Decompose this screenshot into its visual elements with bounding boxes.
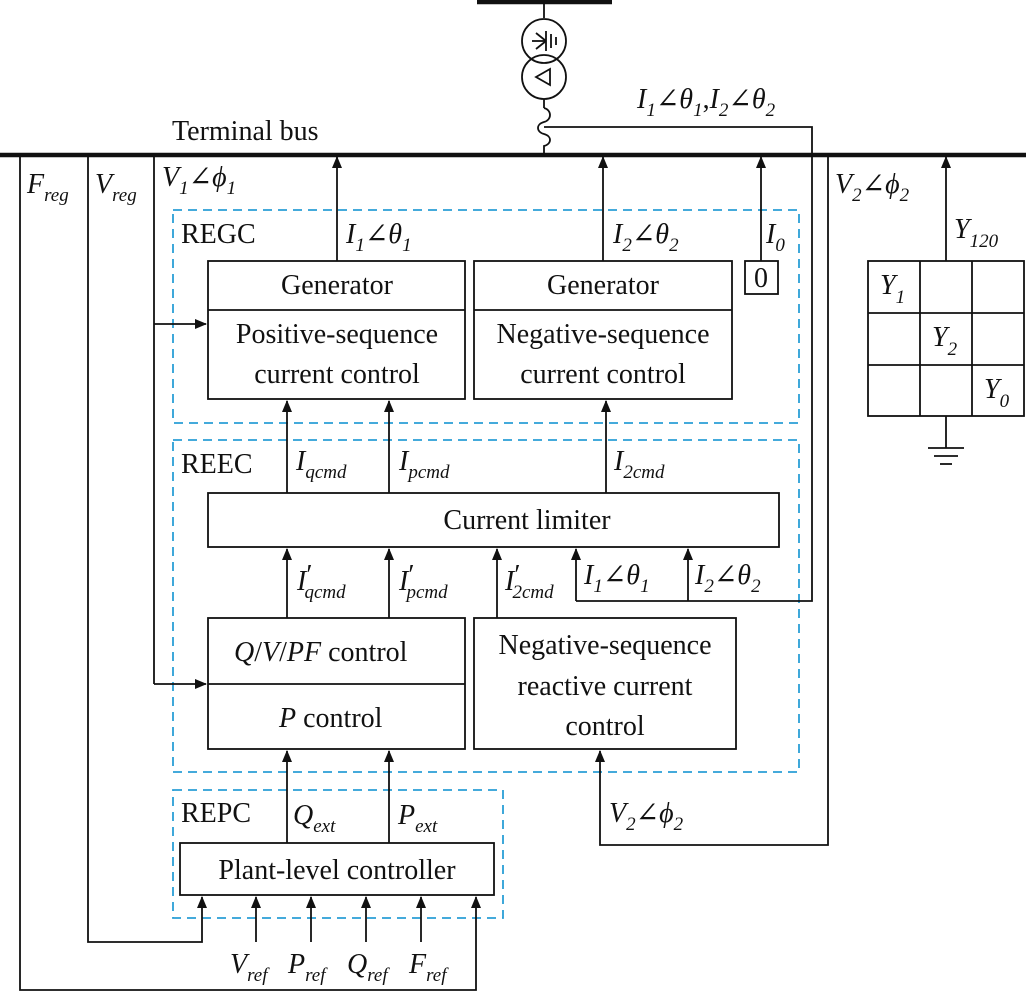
v2-phi2-bus-label: V2∠ϕ2 <box>835 169 910 206</box>
measured-current-wire <box>544 126 813 602</box>
qvpf-p-control-block: Q/V/PF control P control <box>207 617 466 750</box>
plant-level-controller-block: Plant-level controller <box>179 842 495 896</box>
gen-pos-line2: current control <box>254 359 420 390</box>
zero-box-value: 0 <box>754 263 768 294</box>
v1-phi1-label: V1∠ϕ1 <box>162 162 236 199</box>
vref-label: Vref <box>230 949 270 986</box>
current-limiter-block: Current limiter <box>207 492 780 548</box>
pext-label: Pext <box>397 800 438 837</box>
freg-label: Freg <box>26 169 69 206</box>
admittance-matrix: Y120 Y1 Y2 Y0 <box>867 156 1025 465</box>
iqcmd-label: Iqcmd <box>295 446 347 483</box>
i1-i2-measured-label: I1∠θ1,I2∠θ2 <box>636 84 776 121</box>
current-sensor-coil <box>537 107 551 155</box>
qvpf-control-label: Q/V/PF control <box>234 637 408 668</box>
gen-pos-title: Generator <box>281 270 394 301</box>
negative-sequence-reactive-block: Negative-sequence reactive current contr… <box>473 617 737 750</box>
gen-neg-line1: Negative-sequence <box>497 319 710 350</box>
v2-phi2-control-label: V2∠ϕ2 <box>609 798 684 835</box>
grounded-wye-icon <box>532 31 557 51</box>
regc-label: REGC <box>181 219 256 250</box>
i2cmd-label: I2cmd <box>613 446 665 483</box>
i1-theta1-label: I1∠θ1 <box>345 219 412 256</box>
delta-icon <box>534 67 551 87</box>
terminal-bus-label: Terminal bus <box>172 116 319 147</box>
plant-controller-label: Plant-level controller <box>218 855 456 886</box>
matrix-cell-y2: Y2 <box>932 322 958 360</box>
reec-label: REEC <box>181 449 253 480</box>
p-control-label: P control <box>278 703 383 734</box>
y120-label: Y120 <box>954 214 999 252</box>
ground-icon <box>928 447 964 465</box>
neg-react-line1: Negative-sequence <box>499 630 712 661</box>
gen-neg-line2: current control <box>520 359 686 390</box>
ipcmd-prime-label: I′pcmd <box>398 560 448 603</box>
gen-pos-line1: Positive-sequence <box>236 319 438 350</box>
matrix-cell-y0: Y0 <box>984 374 1010 412</box>
i2-theta2-label: I2∠θ2 <box>612 219 679 256</box>
i0-label: I0 <box>765 219 785 256</box>
i2cmd-prime-label: I′2cmd <box>504 560 554 603</box>
iqcmd-prime-label: I′qcmd <box>296 560 346 603</box>
positive-sequence-generator-block: Generator Positive-sequence current cont… <box>207 260 466 400</box>
zero-sequence-block: 0 <box>744 260 779 295</box>
vreg-feedback-wire <box>87 157 207 943</box>
gen-neg-title: Generator <box>547 270 660 301</box>
grid-connection <box>477 0 612 155</box>
freg-feedback-wire <box>19 157 481 991</box>
qext-label: Qext <box>293 800 336 837</box>
fref-label: Fref <box>408 949 449 986</box>
neg-react-line2: reactive current <box>518 671 693 702</box>
neg-react-line3: control <box>565 711 645 742</box>
transformer-winding-upper <box>521 18 567 64</box>
v2-feedback-wire <box>595 157 829 846</box>
repc-region <box>172 789 504 919</box>
pref-label: Pref <box>287 949 328 986</box>
i1-theta1-limiter-label: I1∠θ1 <box>583 560 650 597</box>
repc-label: REPC <box>181 798 251 829</box>
i2-theta2-limiter-label: I2∠θ2 <box>694 560 761 597</box>
vreg-label: Vreg <box>95 169 137 206</box>
negative-sequence-generator-block: Generator Negative-sequence current cont… <box>473 260 733 400</box>
matrix-cell-y1: Y1 <box>880 270 905 308</box>
ipcmd-label: Ipcmd <box>398 446 450 483</box>
current-limiter-label: Current limiter <box>443 505 611 536</box>
transformer-winding-lower <box>521 54 567 100</box>
qref-label: Qref <box>347 949 390 986</box>
